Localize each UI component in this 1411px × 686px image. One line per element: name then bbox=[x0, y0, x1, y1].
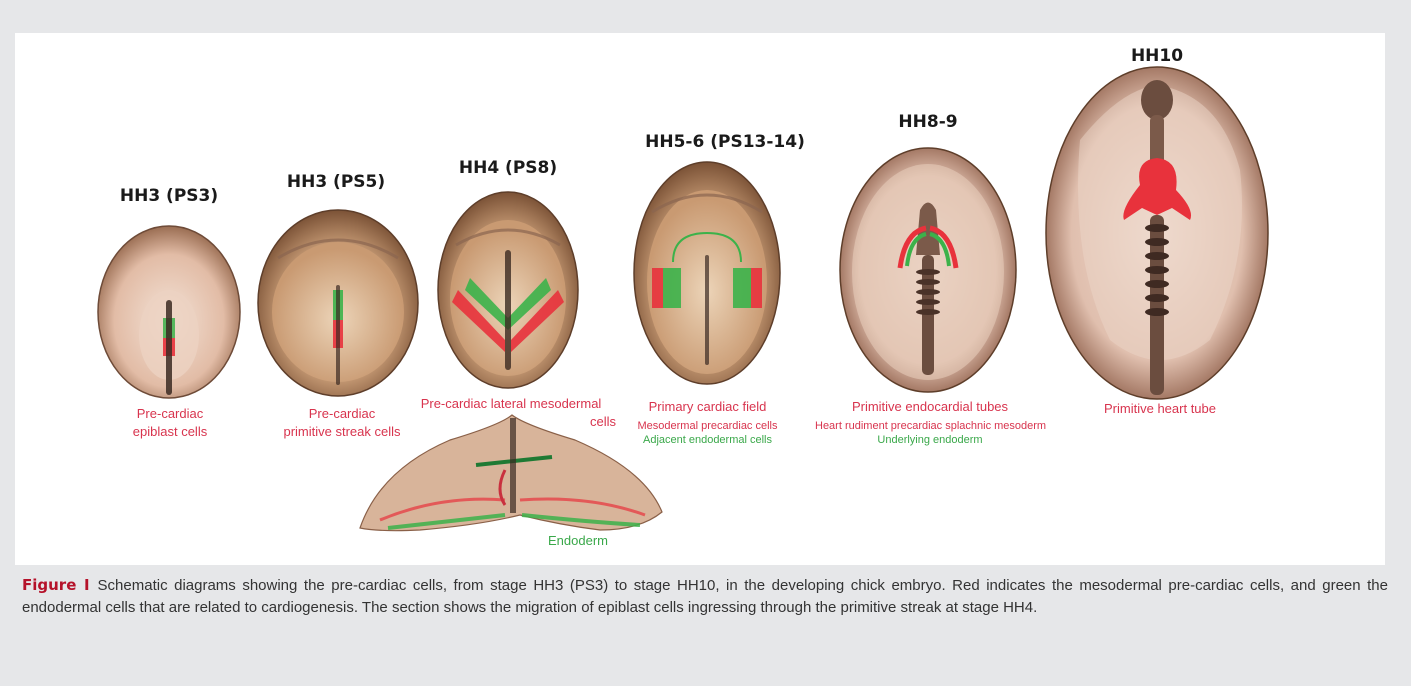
embryo-hh3-ps3 bbox=[98, 226, 240, 398]
embryo-hh4-ps8 bbox=[438, 192, 578, 388]
label-lateral-line1: Pre-cardiac lateral mesodermal bbox=[406, 395, 616, 413]
label-adjacent-endodermal: Adjacent endodermal cells bbox=[630, 433, 785, 447]
label-endocardial-line1: Primitive endocardial tubes bbox=[835, 398, 1025, 416]
label-endocardial-tubes: Primitive endocardial tubes Heart rudime… bbox=[835, 398, 1025, 447]
caption-text: Schematic diagrams showing the pre-cardi… bbox=[22, 577, 1388, 616]
label-primary-cardiac-field: Primary cardiac field Mesodermal precard… bbox=[630, 398, 785, 447]
label-lateral-line2: cells bbox=[406, 413, 616, 431]
embryo-hh8-9 bbox=[840, 148, 1016, 392]
label-mesodermal-precardiac: Mesodermal precardiac cells bbox=[630, 419, 785, 433]
label-heart-tube-line1: Primitive heart tube bbox=[1090, 400, 1230, 418]
label-epiblast: Pre-cardiac epiblast cells bbox=[100, 405, 240, 441]
label-primitive-streak-line2: primitive streak cells bbox=[262, 423, 422, 441]
stage-title-hh5-6: HH5-6 (PS13-14) bbox=[630, 132, 820, 152]
stage-title-hh3-ps5: HH3 (PS5) bbox=[266, 172, 406, 192]
label-primary-field-line1: Primary cardiac field bbox=[630, 398, 785, 416]
embryo-hh10 bbox=[1046, 67, 1268, 399]
label-primitive-streak: Pre-cardiac primitive streak cells bbox=[262, 405, 422, 441]
label-primitive-streak-line1: Pre-cardiac bbox=[262, 405, 422, 423]
label-endoderm: Endoderm bbox=[528, 532, 628, 550]
label-endoderm-text: Endoderm bbox=[528, 532, 628, 550]
embryo-hh3-ps5 bbox=[258, 210, 418, 396]
figure-label: Figure I bbox=[22, 576, 90, 594]
stage-title-hh3-ps3: HH3 (PS3) bbox=[104, 186, 234, 206]
label-underlying-endoderm: Underlying endoderm bbox=[835, 433, 1025, 447]
label-lateral-mesodermal: Pre-cardiac lateral mesodermal cells bbox=[406, 395, 616, 431]
label-epiblast-line1: Pre-cardiac bbox=[100, 405, 240, 423]
label-heart-rudiment: Heart rudiment precardiac splachnic meso… bbox=[815, 419, 1045, 433]
embryo-hh5-6 bbox=[634, 162, 780, 384]
stage-title-hh4-ps8: HH4 (PS8) bbox=[438, 158, 578, 178]
label-heart-tube: Primitive heart tube bbox=[1090, 400, 1230, 418]
stage-title-hh8-9: HH8-9 bbox=[868, 112, 988, 132]
stage-title-hh10: HH10 bbox=[1110, 46, 1204, 66]
label-epiblast-line2: epiblast cells bbox=[100, 423, 240, 441]
